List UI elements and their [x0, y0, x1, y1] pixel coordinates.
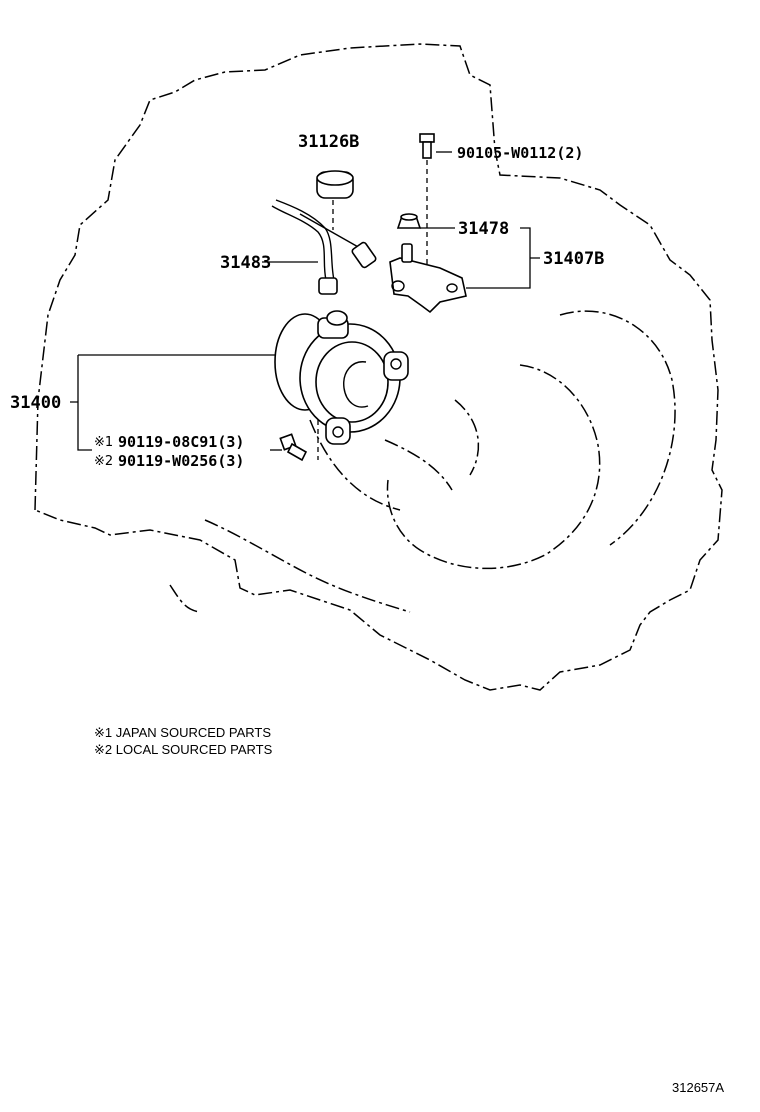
note-local-sourced: ※2 LOCAL SOURCED PARTS [94, 742, 273, 757]
diagram-reference-number: 312657A [672, 1080, 724, 1095]
housing-inner-line-4 [309, 419, 401, 511]
mark-1: ※1 [94, 435, 113, 450]
callout-31400: 31400 [10, 393, 61, 413]
cap-part [396, 213, 422, 229]
bleeder-plug-part [316, 170, 354, 199]
bolt-90105-part [419, 133, 435, 159]
callout-90105-w0112: 90105-W0112(2) [457, 144, 583, 162]
housing-inner-line-1 [559, 310, 676, 546]
housing-inner-line-7 [169, 584, 201, 613]
callout-31407b: 31407B [543, 249, 604, 269]
callout-90119-w0256: 90119-W0256(3) [118, 452, 244, 470]
housing-inner-line-6 [204, 519, 411, 613]
bracket-part [389, 243, 467, 314]
housing-inner-line-3 [384, 439, 453, 491]
callout-31483: 31483 [220, 253, 271, 273]
transmission-housing-outline [34, 43, 723, 691]
callout-31478: 31478 [458, 219, 509, 239]
housing-inner-line-2 [386, 364, 601, 570]
note-japan-sourced: ※1 JAPAN SOURCED PARTS [94, 725, 271, 740]
callout-31126b: 31126B [298, 132, 359, 152]
leader-31400 [70, 354, 275, 451]
bolt-90119-part [279, 433, 308, 462]
callout-90119-08c91: 90119-08C91(3) [118, 433, 244, 451]
mark-2: ※2 [94, 454, 113, 469]
leader-31407b [466, 227, 540, 289]
release-cylinder-part [274, 310, 409, 445]
hose-part [271, 199, 377, 295]
housing-inner-line-5 [454, 399, 480, 476]
